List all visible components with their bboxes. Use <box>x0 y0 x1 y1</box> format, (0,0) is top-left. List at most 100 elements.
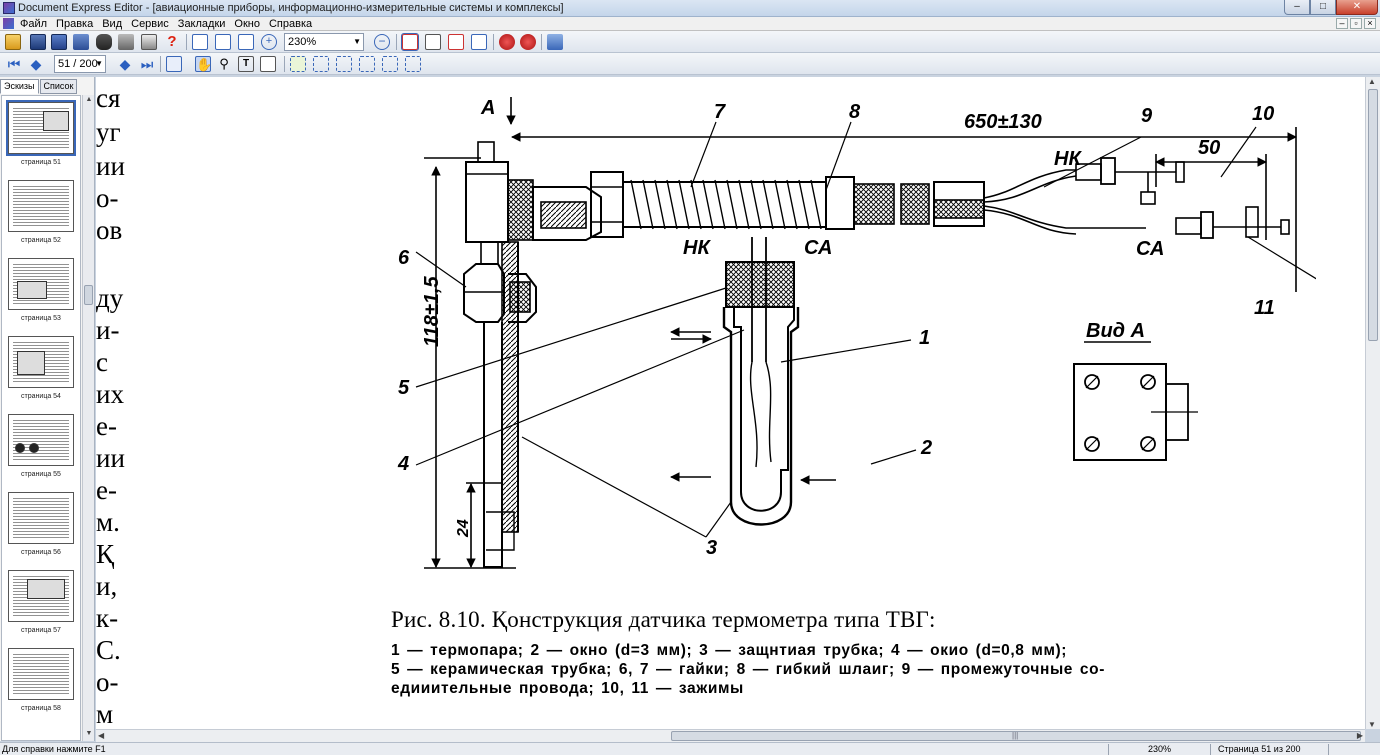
figure-label-nk-mid: НК <box>683 237 711 259</box>
thumbnail-page-51[interactable]: страница 51 <box>6 100 76 166</box>
thumbnail-page-55[interactable]: страница 55 <box>8 414 74 478</box>
properties-icon[interactable] <box>547 34 563 50</box>
minimize-button[interactable]: – <box>1284 0 1310 15</box>
thumbnail-page-56[interactable]: страница 56 <box>8 492 74 556</box>
figure-label-50: 50 <box>1198 137 1220 159</box>
column-fragment: ся <box>96 83 121 113</box>
figure-label-ca-mid: СА <box>804 237 832 259</box>
thumbnail-page-54[interactable]: страница 54 <box>8 336 74 400</box>
figure-label-24: 24 <box>455 519 472 538</box>
rotate-right-icon[interactable] <box>520 34 536 50</box>
main-toolbar: ? + 230% ▼ − <box>0 31 1380 53</box>
scan-icon[interactable] <box>141 34 157 50</box>
rotate-left-icon[interactable] <box>499 34 515 50</box>
figure-label-nk-top: НК <box>1054 148 1082 170</box>
navigation-toolbar: ⏮ ◆ 51 / 200 ▼ ◆ ⏭ ✋ ⚲ T <box>0 53 1380 75</box>
column-fragment: ии <box>96 443 125 473</box>
page-combo[interactable]: 51 / 200 ▼ <box>54 55 106 73</box>
last-page-icon[interactable]: ⏭ <box>140 56 154 72</box>
horizontal-scroll-thumb[interactable] <box>671 731 1361 741</box>
status-hint: Для справки нажмите F1 <box>2 744 106 754</box>
next-page-icon[interactable]: ◆ <box>119 56 131 72</box>
column-fragment: е- <box>96 475 117 505</box>
fit-page-icon[interactable] <box>238 34 254 50</box>
thumbnail-label: страница 55 <box>21 471 61 478</box>
menu-view[interactable]: Вид <box>102 17 123 30</box>
column-fragment: Қ <box>96 539 115 569</box>
figure-label-7: 7 <box>714 101 726 123</box>
page-mixed-icon[interactable] <box>448 34 464 50</box>
select-icon[interactable] <box>166 56 182 72</box>
menu-bookmarks[interactable]: Закладки <box>177 17 226 30</box>
thumbnail-page-57[interactable]: страница 57 <box>8 570 74 634</box>
figure-label-2: 2 <box>920 437 932 459</box>
image-tool-icon[interactable] <box>260 56 276 72</box>
close-button[interactable]: ✕ <box>1336 0 1378 15</box>
menu-file[interactable]: Файл <box>20 17 48 30</box>
export-icon[interactable] <box>73 34 89 50</box>
page-layout-icon[interactable] <box>471 34 487 50</box>
thumbnail-label: страница 52 <box>21 237 61 244</box>
figure-label-4: 4 <box>397 453 409 475</box>
magnifier-icon[interactable]: ⚲ <box>219 56 229 71</box>
maximize-button[interactable]: □ <box>1310 0 1336 15</box>
zoom-out-icon[interactable]: − <box>374 34 390 50</box>
thumbnail-page-52[interactable]: страница 52 <box>8 180 74 244</box>
clear-selection-icon[interactable] <box>405 56 421 72</box>
column-fragment: м. <box>96 507 120 537</box>
select-all-icon[interactable] <box>290 56 306 72</box>
menu-help[interactable]: Справка <box>268 17 313 30</box>
scroll-down-icon[interactable]: ▼ <box>85 730 93 737</box>
page-text-icon[interactable] <box>425 34 441 50</box>
title-bar: Document Express Editor - [авиационные п… <box>0 0 1380 17</box>
select-columns-icon[interactable] <box>359 56 375 72</box>
select-area-icon[interactable] <box>313 56 329 72</box>
doc-close-button[interactable]: × <box>1364 18 1376 29</box>
scroll-up-icon[interactable]: ▲ <box>85 96 93 103</box>
text-tool-icon[interactable]: T <box>238 56 254 72</box>
hand-tool-icon[interactable]: ✋ <box>195 56 213 72</box>
doc-minimize-button[interactable]: – <box>1336 18 1348 29</box>
first-page-icon[interactable]: ⏮ <box>7 56 21 72</box>
zoom-in-icon[interactable]: + <box>261 34 277 50</box>
thumbnail-page-53[interactable]: страница 53 <box>8 258 74 322</box>
thumbnail-page-58[interactable]: страница 58 <box>8 648 74 712</box>
zoom-combo[interactable]: 230% ▼ <box>284 33 364 51</box>
column-fragment: е- <box>96 411 117 441</box>
previous-page-icon[interactable]: ◆ <box>30 56 42 72</box>
tab-list[interactable]: Список <box>39 79 78 94</box>
thumbnail-label: страница 54 <box>21 393 61 400</box>
scroll-right-icon[interactable]: ▶ <box>1356 731 1363 740</box>
menu-window[interactable]: Окно <box>234 17 260 30</box>
menu-service[interactable]: Сервис <box>131 17 169 30</box>
document-view[interactable]: ся уг ии о- ов ду и- с их е- ии е- м. Қ … <box>96 77 1365 729</box>
fit-width-icon[interactable] <box>215 34 231 50</box>
page-image-icon[interactable] <box>401 33 419 51</box>
scroll-left-icon[interactable]: ◀ <box>98 731 105 740</box>
save-as-icon[interactable] <box>51 34 67 50</box>
horizontal-scrollbar[interactable]: ◀ ||| ▶ <box>96 729 1365 742</box>
vertical-scrollbar[interactable]: ▲ ▼ <box>1365 77 1380 729</box>
menu-edit[interactable]: Правка <box>56 17 94 30</box>
single-page-icon[interactable] <box>192 34 208 50</box>
select-rows-icon[interactable] <box>336 56 352 72</box>
invert-selection-icon[interactable] <box>382 56 398 72</box>
grip-icon: ||| <box>1012 731 1019 740</box>
vertical-scroll-thumb[interactable] <box>1368 89 1378 341</box>
scroll-up-icon[interactable]: ▲ <box>1368 77 1376 86</box>
tab-thumbnails[interactable]: Эскизы <box>0 79 39 94</box>
open-icon[interactable] <box>5 34 21 50</box>
figure-label-5: 5 <box>398 377 410 399</box>
scroll-down-icon[interactable]: ▼ <box>1368 720 1376 729</box>
column-fragment: ов <box>96 215 123 245</box>
find-icon[interactable] <box>96 34 112 50</box>
help-icon[interactable]: ? <box>167 33 177 50</box>
document-icon[interactable] <box>3 18 14 29</box>
doc-restore-button[interactable]: ▫ <box>1350 18 1362 29</box>
thumbnail-scrollbar[interactable]: ▲ ▼ <box>82 95 94 741</box>
figure-label-length: 650±130 <box>964 111 1042 133</box>
thumbnail-scroll-thumb[interactable] <box>84 285 93 305</box>
print-icon[interactable] <box>118 34 134 50</box>
save-icon[interactable] <box>30 34 46 50</box>
figure-label-view-marker: А <box>480 97 495 119</box>
